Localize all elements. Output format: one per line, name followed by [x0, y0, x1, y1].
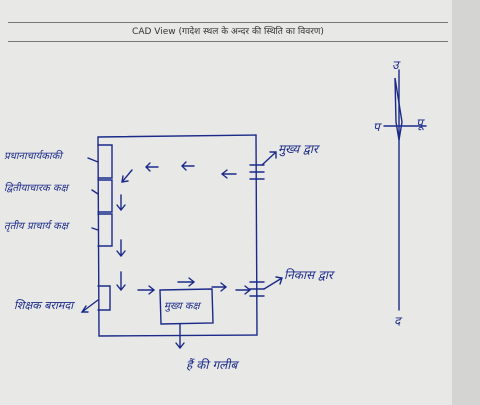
leader-1 — [87, 157, 99, 163]
door-ticks-top — [249, 164, 265, 180]
arrow-down-3 — [116, 271, 126, 292]
arrow-bottom-1 — [137, 285, 156, 295]
compass-west: प — [373, 120, 380, 134]
arrow-top-3 — [145, 162, 159, 172]
arrow-down-2 — [116, 239, 126, 258]
page-title: CAD View (गादेश स्थल के अन्दर की स्थिति … — [132, 27, 324, 37]
arrow-bottom-3 — [211, 282, 228, 292]
label-room-1: प्रधानाचार्यकाकी — [4, 151, 62, 162]
room-2 — [97, 179, 113, 213]
leader-2 — [91, 189, 99, 195]
arrow-down-1 — [116, 194, 126, 212]
label-room-2: द्वितीयाचारक कक्ष — [4, 183, 68, 194]
label-exit-top: मुख्य द्वार — [278, 142, 318, 156]
paper-edge — [452, 0, 480, 405]
inner-box-outline — [159, 288, 214, 325]
arrow-bottom-4 — [235, 285, 252, 295]
compass-east: पू — [416, 116, 423, 130]
arrow-top-2 — [181, 161, 195, 171]
label-bottom-left: शिक्षक बरामदा — [14, 299, 74, 312]
label-room-3: तृतीय प्राचार्य कक्ष — [4, 221, 69, 232]
door-ticks-right — [249, 281, 265, 297]
room-4 — [97, 285, 111, 311]
compass-south: द — [394, 314, 401, 328]
arrow-bottom-2 — [177, 277, 196, 287]
leader-3 — [91, 227, 99, 231]
arrow-exit-top — [261, 151, 277, 166]
arrow-exit-right — [263, 276, 283, 290]
compass-needle — [394, 77, 403, 141]
label-exit-right: निकास द्वार — [284, 268, 333, 282]
title-bar: CAD View (गादेश स्थल के अन्दर की स्थिति … — [8, 22, 448, 42]
arrow-top-1 — [220, 169, 237, 179]
arrow-top-4 — [121, 169, 133, 183]
label-inner-box: मुख्य कक्ष — [164, 301, 200, 312]
label-bottom: हैं की गलीब — [186, 358, 238, 372]
arrow-out-left — [80, 299, 99, 313]
building-outline — [97, 134, 258, 337]
arrow-down-exit — [175, 323, 185, 350]
compass-north: उ — [392, 58, 399, 72]
room-1 — [97, 144, 113, 179]
room-3 — [97, 213, 113, 247]
